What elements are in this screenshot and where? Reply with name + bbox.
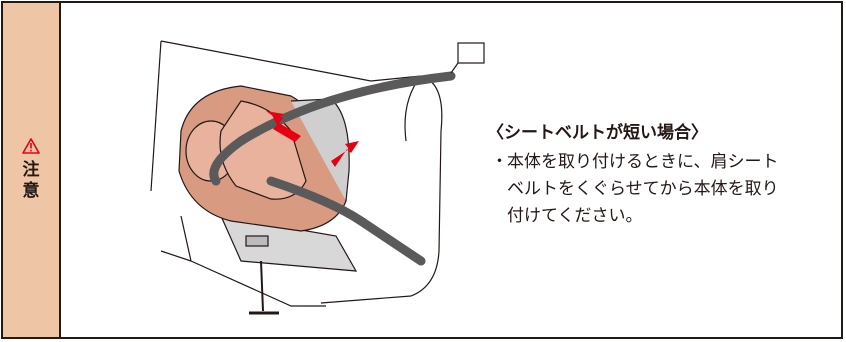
note-bullet: ・	[491, 152, 508, 172]
note-title: 〈シートベルトが短い場合〉	[487, 123, 708, 143]
note-text: 本体を取り付けるときに、肩シートベルトをくぐらせてから本体を取り付けてください。	[507, 152, 779, 226]
caution-sidebar: 注 意	[3, 3, 61, 337]
caution-note: 〈シートベルトが短い場合〉 ・ 本体を取り付けるときに、肩シートベルトをくぐらせ…	[487, 121, 821, 230]
warning-triangle-icon	[22, 138, 40, 154]
note-body: ・ 本体を取り付けるときに、肩シートベルトをくぐらせてから本体を取り付けてくださ…	[491, 149, 821, 230]
caution-content: 〈シートベルトが短い場合〉 ・ 本体を取り付けるときに、肩シートベルトをくぐらせ…	[61, 3, 841, 337]
caution-label-char-1: 注	[22, 160, 40, 180]
car-seat-illustration	[150, 40, 485, 315]
caution-label-char-2: 意	[22, 181, 40, 201]
